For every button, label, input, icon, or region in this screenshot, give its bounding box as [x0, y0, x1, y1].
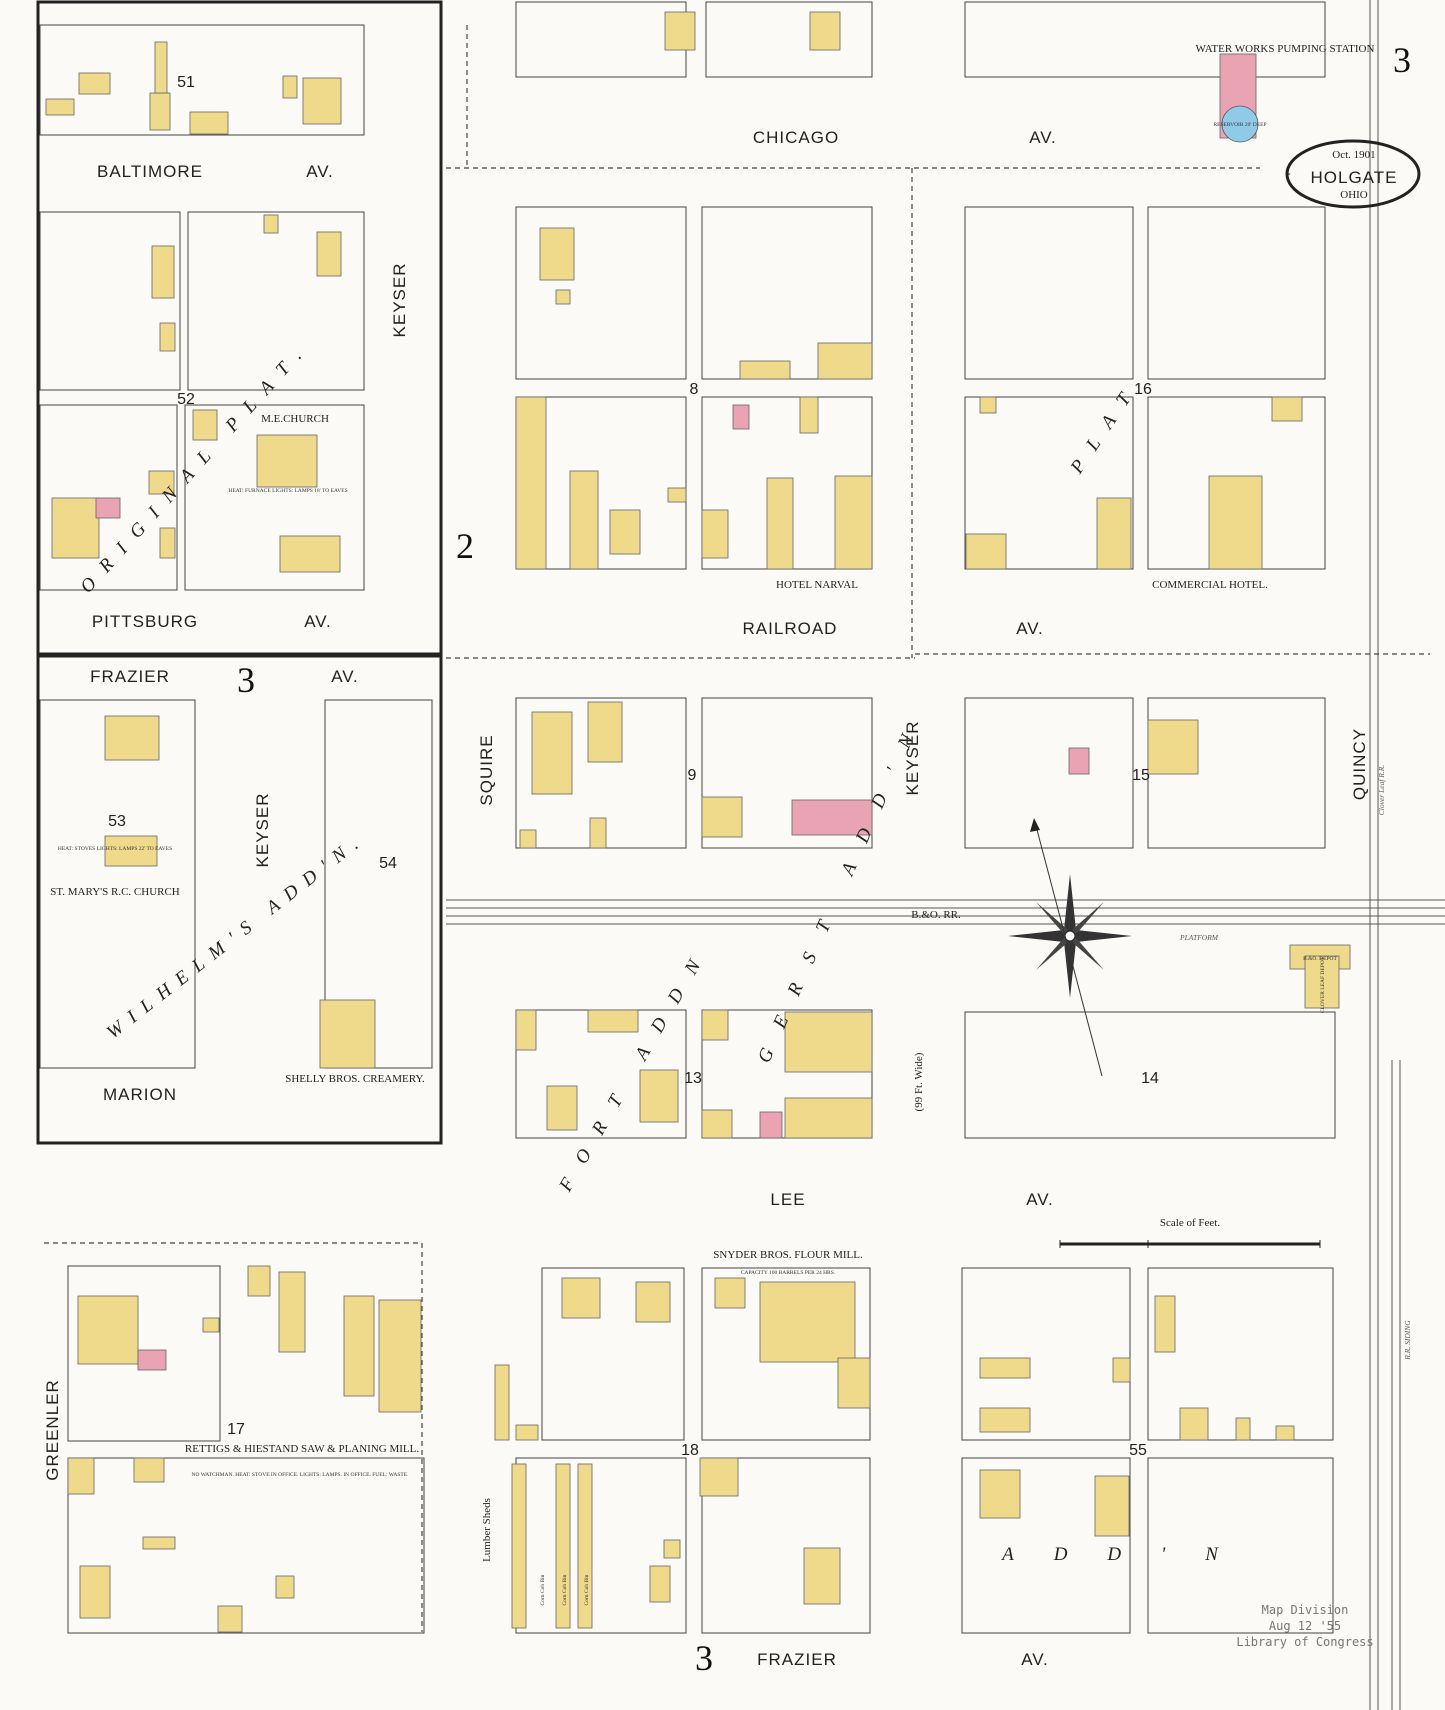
block-53: 53: [108, 813, 126, 830]
street-chicago-av: AV.: [1029, 128, 1057, 147]
saw-mill-label: RETTIGS & HIESTAND SAW & PLANING MILL.: [185, 1443, 419, 1455]
street-pittsburg: PITTSBURG: [92, 612, 198, 631]
buildings: [45, 11, 1351, 1633]
plat-add-bottom: ADD'N: [1000, 1544, 1258, 1565]
creamery-label: SHELLY BROS. CREAMERY.: [285, 1073, 425, 1085]
block-13: 13: [684, 1070, 702, 1087]
block-8: 8: [690, 381, 699, 398]
corn-cob-bin-2: Corn Cob Bin: [562, 1574, 568, 1605]
block-17: 17: [227, 1421, 245, 1438]
sheet-oval: [1285, 139, 1421, 209]
street-railroad-av: AV.: [1016, 619, 1044, 638]
block-9: 9: [688, 767, 697, 784]
inset-blocks: [39, 24, 433, 1069]
commercial-hotel-label: COMMERCIAL HOTEL.: [1152, 579, 1268, 591]
street-frazier-inset-av: AV.: [331, 667, 359, 686]
sheet-number: 3: [1393, 40, 1411, 80]
street-lee: LEE: [770, 1190, 805, 1209]
corn-cob-bin-3: Corn Cob Bin: [584, 1574, 590, 1605]
street-railroad: RAILROAD: [743, 619, 838, 638]
lumber-sheds-label: Lumber Sheds: [481, 1498, 493, 1562]
cl-depot-label: CLOVER LEAF DEPOT: [1320, 956, 1326, 1013]
inset-frame-wilhelms: [36, 654, 443, 1145]
sheet-town: HOLGATE: [1311, 168, 1398, 187]
lee-wide-label: (99 Ft. Wide): [913, 1052, 925, 1111]
corn-cob-bin-1: Corn Cob Bin: [540, 1574, 546, 1605]
block-51: 51: [177, 74, 195, 91]
block-18: 18: [681, 1442, 699, 1459]
sheet-state: OHIO: [1340, 189, 1368, 201]
street-baltimore: BALTIMORE: [97, 162, 203, 181]
block-54: 54: [379, 855, 397, 872]
stamp-line-3: Library of Congress: [1236, 1635, 1373, 1649]
compass-rose: [1008, 818, 1132, 1077]
flour-mill-note: CAPACITY 100 BARRELS PER 24 HRS.: [741, 1270, 836, 1276]
block-55: 55: [1129, 1442, 1147, 1459]
street-chicago: CHICAGO: [753, 128, 839, 147]
saw-mill-note: NO WATCHMAN. HEAT: STOVE IN OFFICE. LIGH…: [192, 1472, 410, 1478]
flour-mill-label: SNYDER BROS. FLOUR MILL.: [713, 1249, 863, 1261]
bo-depot-label: B.&O. DEPOT: [1303, 956, 1337, 962]
water-pipes: [44, 25, 1430, 1632]
adjacent-sheet-3-bottom: 3: [695, 1638, 713, 1678]
street-squire: SQUIRE: [477, 734, 496, 805]
st-marys-label: ST. MARY'S R.C. CHURCH: [50, 886, 180, 898]
scale-bar: [1059, 1240, 1321, 1248]
scale-label: Scale of Feet.: [1160, 1217, 1220, 1229]
railroad-lines: [446, 0, 1445, 1710]
cl-rr-label: Clover Leaf R.R.: [1377, 765, 1386, 816]
street-frazier: FRAZIER: [757, 1650, 837, 1669]
adjacent-sheet-3-top: 3: [237, 660, 255, 700]
waterworks-label: WATER WORKS PUMPING STATION: [1196, 43, 1375, 55]
street-pittsburg-av: AV.: [304, 612, 332, 631]
block-52: 52: [177, 391, 195, 408]
block-14: 14: [1141, 1070, 1159, 1087]
street-keyser-inset: KEYSER: [390, 263, 409, 338]
street-greenler: GREENLER: [43, 1379, 62, 1481]
stamp-line-2: Aug 12 '55: [1269, 1619, 1341, 1633]
hotel-narval-label: HOTEL NARVAL: [776, 579, 858, 591]
adjacent-sheet-2: 2: [456, 526, 474, 566]
street-keyser: KEYSER: [903, 721, 922, 796]
inset-frame-original-plat: [36, 0, 443, 656]
me-church-note: HEAT: FURNACE LIGHTS: LAMPS 18' TO EAVES: [228, 488, 347, 494]
street-quincy: QUINCY: [1350, 728, 1369, 800]
reservoir-label: RESERVOIR 20' DEEP: [1213, 122, 1266, 128]
rr-siding-label: R.R. SIDING: [1403, 1320, 1412, 1361]
sheet-date: Oct. 1901: [1332, 149, 1375, 161]
street-frazier-inset: FRAZIER: [90, 667, 170, 686]
street-keyser-inset2: KEYSER: [253, 793, 272, 868]
stamp-line-1: Map Division: [1262, 1603, 1349, 1617]
reservoir: [1221, 105, 1259, 143]
street-marion: MARION: [103, 1085, 177, 1104]
platform-label: PLATFORM: [1179, 933, 1219, 942]
block-16: 16: [1134, 381, 1152, 398]
block-15: 15: [1132, 767, 1150, 784]
st-marys-note: HEAT: STOVES LIGHTS: LAMPS 22' TO EAVES: [58, 846, 172, 852]
me-church-label: M.E.CHURCH: [261, 413, 329, 425]
street-baltimore-av: AV.: [306, 162, 334, 181]
street-frazier-av: AV.: [1021, 1650, 1049, 1669]
bo-rr-label: B.&O. RR.: [911, 909, 961, 921]
street-lee-av: AV.: [1026, 1190, 1054, 1209]
